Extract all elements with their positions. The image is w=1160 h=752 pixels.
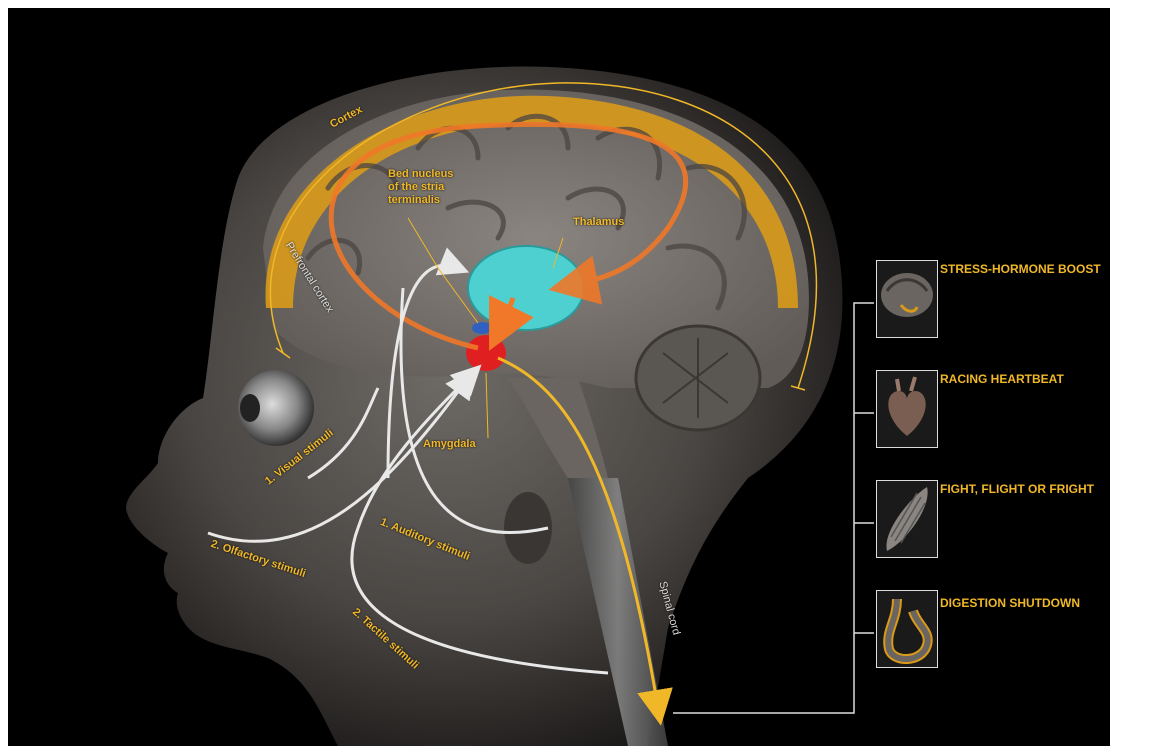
thalamus-shape xyxy=(468,246,584,330)
brain-icon xyxy=(876,260,938,338)
effect-racing-heartbeat: RACING HEARTBEAT xyxy=(940,372,1110,387)
effect-digestion-shutdown: DIGESTION SHUTDOWN xyxy=(940,596,1110,611)
stomach-icon xyxy=(876,590,938,668)
thalamus-label: Thalamus xyxy=(573,216,624,228)
effect-fight-flight: FIGHT, FLIGHT OR FRIGHT xyxy=(940,482,1110,497)
diagram-frame: Cortex Bed nucleus of the stria terminal… xyxy=(8,8,1110,746)
muscle-icon xyxy=(876,480,938,558)
bed-nucleus-shape xyxy=(472,322,492,334)
effect-stress-hormone: STRESS-HORMONE BOOST xyxy=(940,262,1110,277)
bed-nucleus-label: Bed nucleus of the stria terminalis xyxy=(388,168,453,207)
amygdala-shape xyxy=(466,335,506,371)
heart-icon xyxy=(876,370,938,448)
amygdala-label: Amygdala xyxy=(423,438,476,450)
